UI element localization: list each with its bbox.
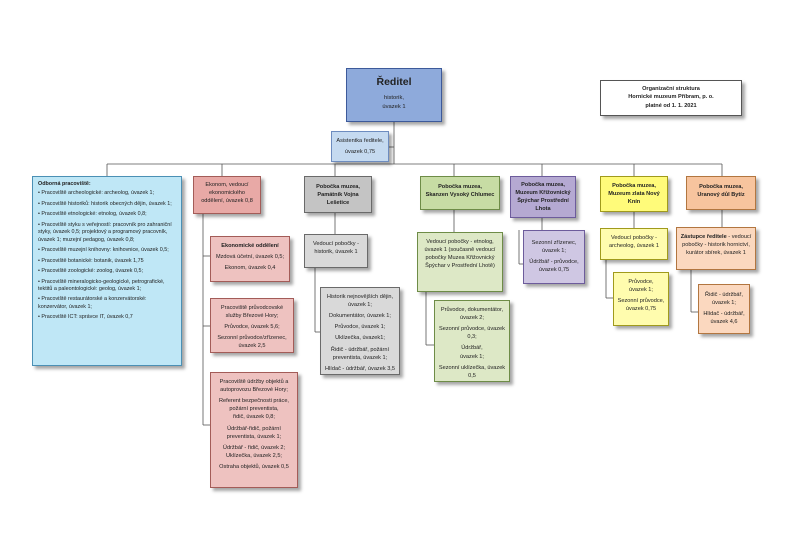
list-item: Pracoviště zoologické: zoolog, úvazek 0,… bbox=[38, 268, 176, 275]
specialist-list: Pracoviště archeologické: archeolog, úva… bbox=[38, 190, 176, 321]
skanzen-staff-line: Průvodce, dokumentátor, úvazek 2; bbox=[440, 307, 504, 322]
zlata-staff-box: Průvodce, úvazek 1; Sezonní průvodce, úv… bbox=[613, 272, 669, 326]
economics-dept-line: Mzdová účetní, úvazek 0,5; bbox=[215, 254, 285, 261]
branch-zlata-box: Pobočka muzea, Muzeum zlata Nový Knín bbox=[600, 176, 668, 212]
branch-vojna-title: Pobočka muzea, Památník Vojna Lešetice bbox=[316, 184, 360, 207]
branch-bytiz-box: Pobočka muzea, Uranový důl Bytíz bbox=[686, 176, 756, 210]
maintenance-line: Pracoviště údržby objektů a autoprovozu … bbox=[219, 379, 289, 394]
vojna-head-box: Vedoucí pobočky - historik, úvazek 1 bbox=[304, 234, 368, 268]
vojna-staff-line: Hlídač - údržbář, úvazek 3,5 bbox=[325, 365, 395, 372]
guides-line: Sezonní průvodce/zřízenec, úvazek 2,5 bbox=[217, 335, 287, 350]
specialist-title: Odborná pracoviště: bbox=[38, 181, 91, 187]
maintenance-line: Údržbář - řidič, úvazek 2; bbox=[222, 444, 286, 451]
economics-dept-line: Ekonom, úvazek 0,4 bbox=[224, 265, 276, 272]
skanzen-staff-line: úvazek 1; bbox=[460, 353, 484, 360]
director-box: Ředitel historik, úvazek 1 bbox=[346, 68, 442, 122]
vojna-staff-line: Uklízečka, úvazek1; bbox=[335, 335, 385, 342]
skanzen-staff-box: Průvodce, dokumentátor, úvazek 2; Sezonn… bbox=[434, 300, 510, 382]
bytiz-staff-line: Řidič - údržbář, úvazek 1; bbox=[705, 292, 743, 307]
zlata-staff-line: Sezonní průvodce, úvazek 0,75 bbox=[617, 298, 665, 313]
branch-skanzen-title: Pobočka muzea, Skanzen Vysoký Chlumec bbox=[425, 184, 495, 199]
maintenance-line: Uklízečka, úvazek 2,5; bbox=[226, 452, 282, 459]
vojna-head: Vedoucí pobočky - historik, úvazek 1 bbox=[312, 241, 360, 256]
branch-spychar-box: Pobočka muzea, Muzeum Křižovnický Špýcha… bbox=[510, 176, 576, 218]
list-item: Pracoviště restaurátorské a konzervátors… bbox=[38, 296, 176, 311]
guides-line: Průvodce, úvazek 5,6; bbox=[224, 324, 280, 331]
assistant-box: Asistentka ředitele, úvazek 0,75 bbox=[331, 131, 389, 162]
zlata-staff-line: úvazek 1; bbox=[629, 287, 653, 294]
director-load: úvazek 1 bbox=[382, 103, 406, 110]
branch-skanzen-box: Pobočka muzea, Skanzen Vysoký Chlumec bbox=[420, 176, 500, 210]
economist-head-box: Ekonom, vedoucí ekonomického oddělení, ú… bbox=[193, 176, 261, 214]
economics-dept-box: Ekonomické oddělení Mzdová účetní, úvaze… bbox=[210, 236, 290, 282]
maintenance-line: Ostraha objektů, úvazek 0,5 bbox=[219, 463, 289, 470]
org-info-line1: Organizační struktura bbox=[642, 86, 700, 92]
specialist-workplaces-box: Odborná pracoviště: Pracoviště archeolog… bbox=[32, 176, 182, 366]
maintenance-line: Údržbář-řidič, požární preventista, úvaz… bbox=[226, 425, 282, 440]
spychar-staff-line: Údržbář - průvodce, úvazek 0,75 bbox=[529, 259, 579, 274]
vojna-staff-line: Průvodce, úvazek 1; bbox=[334, 324, 386, 331]
spychar-staff-line: Sezonní zřízenec, úvazek 1; bbox=[531, 240, 577, 255]
bytiz-staff-box: Řidič - údržbář, úvazek 1; Hlídač - údrž… bbox=[698, 284, 750, 334]
bytiz-head-rest: - vedoucí pobočky - historik hornictví, … bbox=[682, 234, 752, 257]
director-title: Ředitel bbox=[376, 76, 412, 88]
vojna-staff-line: Dokumentátor, úvazek 1; bbox=[329, 313, 391, 320]
bytiz-head-box: Zástupce ředitele - vedoucí pobočky - hi… bbox=[676, 227, 756, 270]
list-item: Pracoviště mineralogicko-geologické, pet… bbox=[38, 279, 176, 294]
org-structure-info-box: Organizační struktura Hornické muzeum Př… bbox=[600, 80, 742, 116]
guides-line: Pracoviště průvodcovské služby Březové H… bbox=[220, 305, 284, 320]
skanzen-staff-line: Sezonní průvodce, úvazek 0,3; bbox=[439, 326, 505, 341]
economics-dept-title: Ekonomické oddělení bbox=[221, 243, 279, 249]
director-role: historik, bbox=[384, 95, 404, 102]
assistant-line1: Asistentka ředitele, bbox=[336, 138, 384, 144]
branch-spychar-title: Pobočka muzea, Muzeum Křižovnický Špýcha… bbox=[515, 182, 571, 213]
org-info-line2: Hornické muzeum Příbram, p. o. bbox=[628, 94, 714, 101]
bytiz-staff-line: Hlídač - údržbář, úvazek 4,6 bbox=[703, 311, 745, 326]
skanzen-staff-line: Sezonní uklízečka, úvazek 0,5 bbox=[438, 364, 506, 379]
list-item: Pracoviště botanické: botanik, úvazek 1,… bbox=[38, 258, 176, 265]
vojna-staff-box: Historik nejnovějších dějin, úvazek 1; D… bbox=[320, 287, 400, 375]
bytiz-head-bold: Zástupce ředitele bbox=[680, 234, 727, 240]
zlata-staff-line: Průvodce, bbox=[628, 279, 654, 285]
org-info-line3: platné od 1. 1. 2021 bbox=[645, 102, 697, 109]
maintenance-box: Pracoviště údržby objektů a autoprovozu … bbox=[210, 372, 298, 488]
branch-bytiz-title: Pobočka muzea, Uranový důl Bytíz bbox=[697, 184, 745, 199]
branch-vojna-box: Pobočka muzea, Památník Vojna Lešetice bbox=[304, 176, 372, 213]
maintenance-line: řidič, úvazek 0,8; bbox=[233, 414, 275, 421]
vojna-staff-line: Řidič - údržbář, požární preventista, úv… bbox=[330, 346, 390, 361]
skanzen-head: Vedoucí pobočky - etnolog, úvazek 1 (sou… bbox=[424, 239, 496, 270]
vojna-staff-line: Historik nejnovějších dějin, úvazek 1; bbox=[326, 294, 394, 309]
maintenance-line: Referent bezpečnosti práce, požární prev… bbox=[219, 398, 289, 413]
skanzen-head-box: Vedoucí pobočky - etnolog, úvazek 1 (sou… bbox=[417, 232, 503, 292]
list-item: Pracoviště archeologické: archeolog, úva… bbox=[38, 190, 176, 197]
list-item: Pracoviště ICT: správce IT, úvazek 0,7 bbox=[38, 314, 176, 321]
guides-box: Pracoviště průvodcovské služby Březové H… bbox=[210, 298, 294, 353]
skanzen-staff-line: Údržbář, bbox=[461, 345, 483, 352]
zlata-head: Vedoucí pobočky - archeolog, úvazek 1 bbox=[608, 235, 660, 250]
list-item: Pracoviště styku s veřejností: pracovník… bbox=[38, 222, 176, 244]
branch-zlata-title: Pobočka muzea, Muzeum zlata Nový Knín bbox=[608, 183, 660, 206]
zlata-head-box: Vedoucí pobočky - archeolog, úvazek 1 bbox=[600, 228, 668, 260]
list-item: Pracoviště etnologické: etnolog, úvazek … bbox=[38, 211, 176, 218]
spychar-staff-box: Sezonní zřízenec, úvazek 1; Údržbář - pr… bbox=[523, 230, 585, 284]
assistant-line2: úvazek 0,75 bbox=[344, 149, 376, 156]
list-item: Pracoviště historiků: historik obecných … bbox=[38, 201, 176, 208]
list-item: Pracoviště muzejní knihovny: knihovnice,… bbox=[38, 247, 176, 254]
economist-head: Ekonom, vedoucí ekonomického oddělení, ú… bbox=[201, 182, 253, 205]
